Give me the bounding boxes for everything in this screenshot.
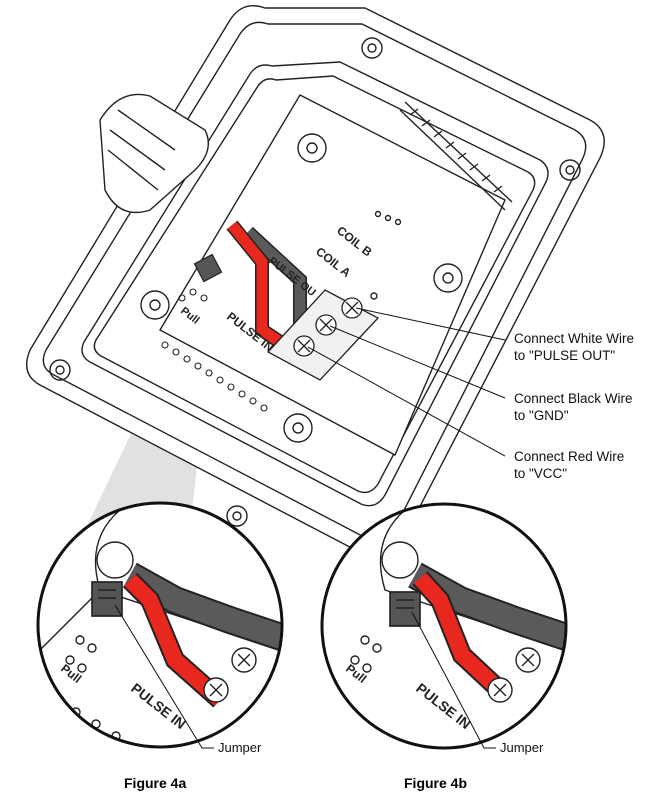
jumper-4a-leader — [114, 604, 214, 749]
leader-red — [307, 346, 506, 457]
callout-white-line1: Connect White Wire — [514, 331, 635, 346]
jumper-label-4b: Jumper — [500, 740, 544, 755]
enclosure — [26, 5, 605, 560]
callout-red-line2: to "VCC" — [514, 466, 568, 481]
leader-black — [329, 325, 506, 399]
callout-black-line2: to "GND" — [514, 408, 569, 423]
jumper-4b-leader — [411, 611, 496, 749]
leader-white — [355, 307, 506, 341]
figure-4a-detail: PULSE IN Pull — [36, 501, 284, 749]
callout-red-line1: Connect Red Wire — [514, 449, 625, 464]
figure-4a-caption: Figure 4a — [124, 775, 187, 791]
callout-leaders — [307, 307, 506, 457]
jumper-main — [193, 253, 223, 283]
callout-black-line1: Connect Black Wire — [514, 391, 633, 406]
pad-row — [161, 288, 268, 412]
callout-red-wire: Connect Red Wire to "VCC" — [514, 448, 624, 482]
callout-white-line2: to "PULSE OUT" — [514, 348, 616, 363]
jumper-label-4a: Jumper — [218, 740, 262, 755]
figure-4b-detail: PULSE IN Pull — [320, 502, 568, 750]
figure-4b-caption: Figure 4b — [404, 775, 468, 791]
callout-white-wire: Connect White Wire to "PULSE OUT" — [514, 330, 634, 364]
callout-black-wire: Connect Black Wire to "GND" — [514, 390, 633, 424]
